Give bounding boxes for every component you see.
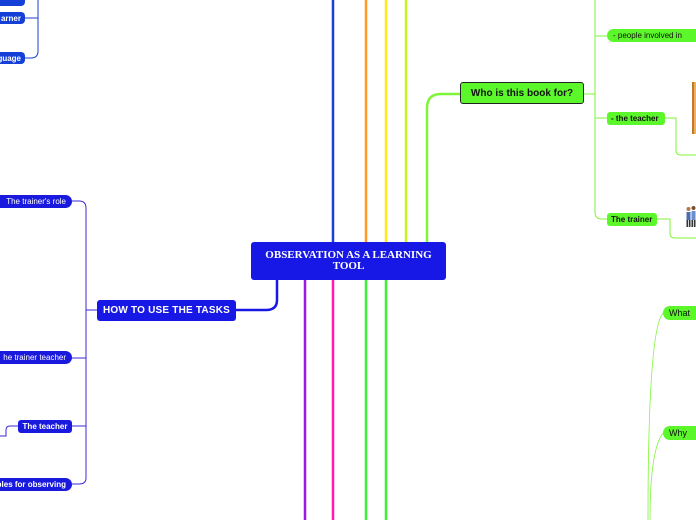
left-top-node-learner-label: arner <box>1 14 21 23</box>
right-bottom-connectors <box>648 313 663 520</box>
node-the-teacher-right[interactable]: - the teacher <box>607 112 665 125</box>
how-to-use-label: HOW TO USE THE TASKS <box>103 305 230 316</box>
node-the-teacher[interactable]: The teacher <box>18 420 72 433</box>
node-the-teacher-label: The teacher <box>23 422 68 431</box>
branch-line-green-who <box>427 94 460 242</box>
central-topic[interactable]: OBSERVATION AS A LEARNING TOOL <box>251 242 446 280</box>
node-principles-observing[interactable]: ples for observing <box>0 478 72 491</box>
node-people-involved[interactable]: - people involved in <box>607 29 696 42</box>
node-what[interactable]: What <box>663 306 696 320</box>
node-why[interactable]: Why <box>663 426 696 440</box>
book-illustration <box>692 82 696 134</box>
node-the-trainer-label: The trainer <box>611 215 652 224</box>
node-what-label: What <box>669 308 690 318</box>
node-trainer-teacher[interactable]: he trainer teacher <box>0 351 72 364</box>
central-topic-label: OBSERVATION AS A LEARNING TOOL <box>259 250 438 272</box>
left-top-connectors <box>25 0 38 58</box>
node-people-involved-label: - people involved in <box>613 31 682 40</box>
branch-line-blue-how <box>236 280 277 310</box>
node-why-label: Why <box>669 428 687 438</box>
node-the-teacher-right-label: - the teacher <box>611 114 659 123</box>
left-top-node-language-label: guage <box>0 54 21 63</box>
node-trainers-role-label: The trainer's role <box>6 197 66 206</box>
how-to-use-connectors <box>0 201 97 484</box>
node-principles-observing-label: ples for observing <box>0 480 66 489</box>
node-the-trainer[interactable]: The trainer <box>607 213 657 226</box>
left-top-node-language[interactable]: guage <box>0 52 25 64</box>
people-illustration <box>687 206 696 227</box>
node-trainers-role[interactable]: The trainer's role <box>0 195 72 208</box>
left-top-node-learner[interactable]: arner <box>0 12 25 24</box>
left-top-node-0[interactable] <box>0 0 25 6</box>
who-is-book-for-label: Who is this book for? <box>471 88 573 99</box>
node-trainer-teacher-label: he trainer teacher <box>3 353 66 362</box>
who-is-book-for-node[interactable]: Who is this book for? <box>460 82 584 104</box>
how-to-use-node[interactable]: HOW TO USE THE TASKS <box>97 300 236 321</box>
